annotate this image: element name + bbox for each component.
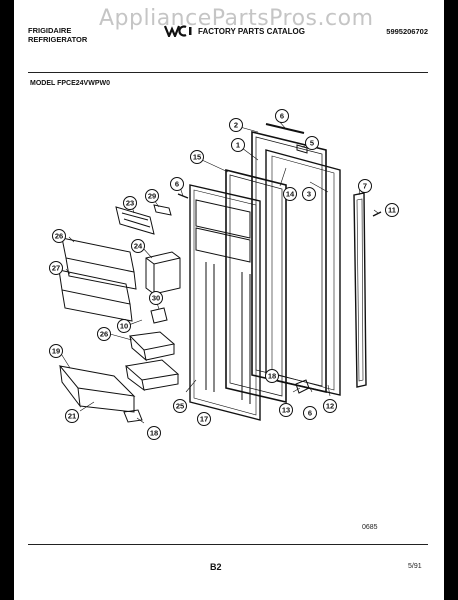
- callout-13: 13: [279, 403, 293, 417]
- top-rail: [265, 123, 305, 134]
- door-gasket: [251, 130, 327, 394]
- callout-7: 7: [358, 179, 372, 193]
- callout-21: 21: [65, 409, 79, 423]
- callout-26-upper: 26: [52, 229, 66, 243]
- catalog-number: 5995206702: [386, 27, 428, 36]
- svg-text:18: 18: [150, 429, 158, 438]
- svg-text:11: 11: [388, 206, 396, 215]
- svg-text:1: 1: [236, 141, 240, 150]
- svg-text:2: 2: [234, 121, 238, 130]
- callout-1: 1: [231, 138, 245, 152]
- callout-11: 11: [385, 203, 399, 217]
- svg-text:23: 23: [126, 199, 134, 208]
- callout-30: 30: [149, 291, 163, 305]
- callout-27: 27: [49, 261, 63, 275]
- callout-6-top: 6: [170, 177, 184, 191]
- gasket-frame: [225, 168, 287, 404]
- svg-text:17: 17: [200, 415, 208, 424]
- callout-25: 25: [173, 399, 187, 413]
- revision-date: 5/91: [408, 563, 422, 570]
- callout-4: 6: [275, 109, 289, 123]
- svg-text:10: 10: [120, 322, 128, 331]
- svg-text:26: 26: [100, 330, 108, 339]
- svg-text:25: 25: [176, 402, 184, 411]
- callout-18-left: 18: [147, 426, 161, 440]
- svg-text:27: 27: [52, 264, 60, 273]
- svg-text:3: 3: [307, 190, 311, 199]
- exploded-parts-diagram: 2 6 1 5 15 6 14 3 7 11 29 23 26 24 27 30…: [49, 109, 399, 440]
- callout-18-right: 18: [265, 369, 279, 383]
- callout-12: 12: [323, 399, 337, 413]
- inner-door-liner: [189, 184, 261, 421]
- callout-6-bottom: 6: [303, 406, 317, 420]
- callout-3: 3: [302, 187, 316, 201]
- svg-text:14: 14: [286, 190, 295, 199]
- callout-23: 23: [123, 196, 137, 210]
- svg-text:7: 7: [363, 182, 367, 191]
- page-number: B2: [210, 562, 222, 572]
- svg-text:6: 6: [280, 112, 284, 121]
- callout-14: 14: [283, 187, 297, 201]
- brand-line2: REFRIGERATOR: [28, 35, 88, 44]
- catalog-page: AppliancePartsPros.com FRIGIDAIRE REFRIG…: [14, 0, 444, 600]
- callout-labels: 2 6 1 5 15 6 14 3 7 11 29 23 26 24 27 30…: [49, 109, 399, 440]
- svg-text:6: 6: [175, 180, 179, 189]
- drawing-code: 0685: [362, 524, 378, 531]
- model-line: MODEL FPCE24VWPW0: [30, 80, 110, 87]
- svg-text:12: 12: [326, 402, 334, 411]
- svg-text:21: 21: [68, 412, 76, 421]
- callout-26-lower: 26: [97, 327, 111, 341]
- watermark: AppliancePartsPros.com: [99, 6, 374, 31]
- wci-logo-icon: [164, 25, 192, 37]
- header-rule: [28, 72, 428, 73]
- svg-text:19: 19: [52, 347, 60, 356]
- callout-24: 24: [131, 239, 145, 253]
- door-handle: [353, 192, 367, 388]
- callout-5: 5: [305, 136, 319, 150]
- svg-text:24: 24: [134, 242, 143, 251]
- svg-text:5: 5: [310, 139, 314, 148]
- catalog-title: FACTORY PARTS CATALOG: [198, 26, 305, 36]
- svg-text:6: 6: [308, 409, 312, 418]
- svg-text:26: 26: [55, 232, 63, 241]
- svg-text:15: 15: [193, 153, 201, 162]
- brand-block: FRIGIDAIRE REFRIGERATOR: [28, 26, 87, 44]
- svg-text:29: 29: [148, 192, 156, 201]
- callout-15: 15: [190, 150, 204, 164]
- svg-text:13: 13: [282, 406, 290, 415]
- catalog-title-block: FACTORY PARTS CATALOG: [164, 25, 305, 37]
- callout-29: 29: [145, 189, 159, 203]
- brand-line1: FRIGIDAIRE: [28, 26, 72, 35]
- svg-text:18: 18: [268, 372, 276, 381]
- svg-text:30: 30: [152, 294, 160, 303]
- outer-door-panel: [265, 149, 341, 396]
- footer-rule: [28, 544, 428, 545]
- callout-10: 10: [117, 319, 131, 333]
- callout-2: 2: [229, 118, 243, 132]
- callout-19: 19: [49, 344, 63, 358]
- callout-17: 17: [197, 412, 211, 426]
